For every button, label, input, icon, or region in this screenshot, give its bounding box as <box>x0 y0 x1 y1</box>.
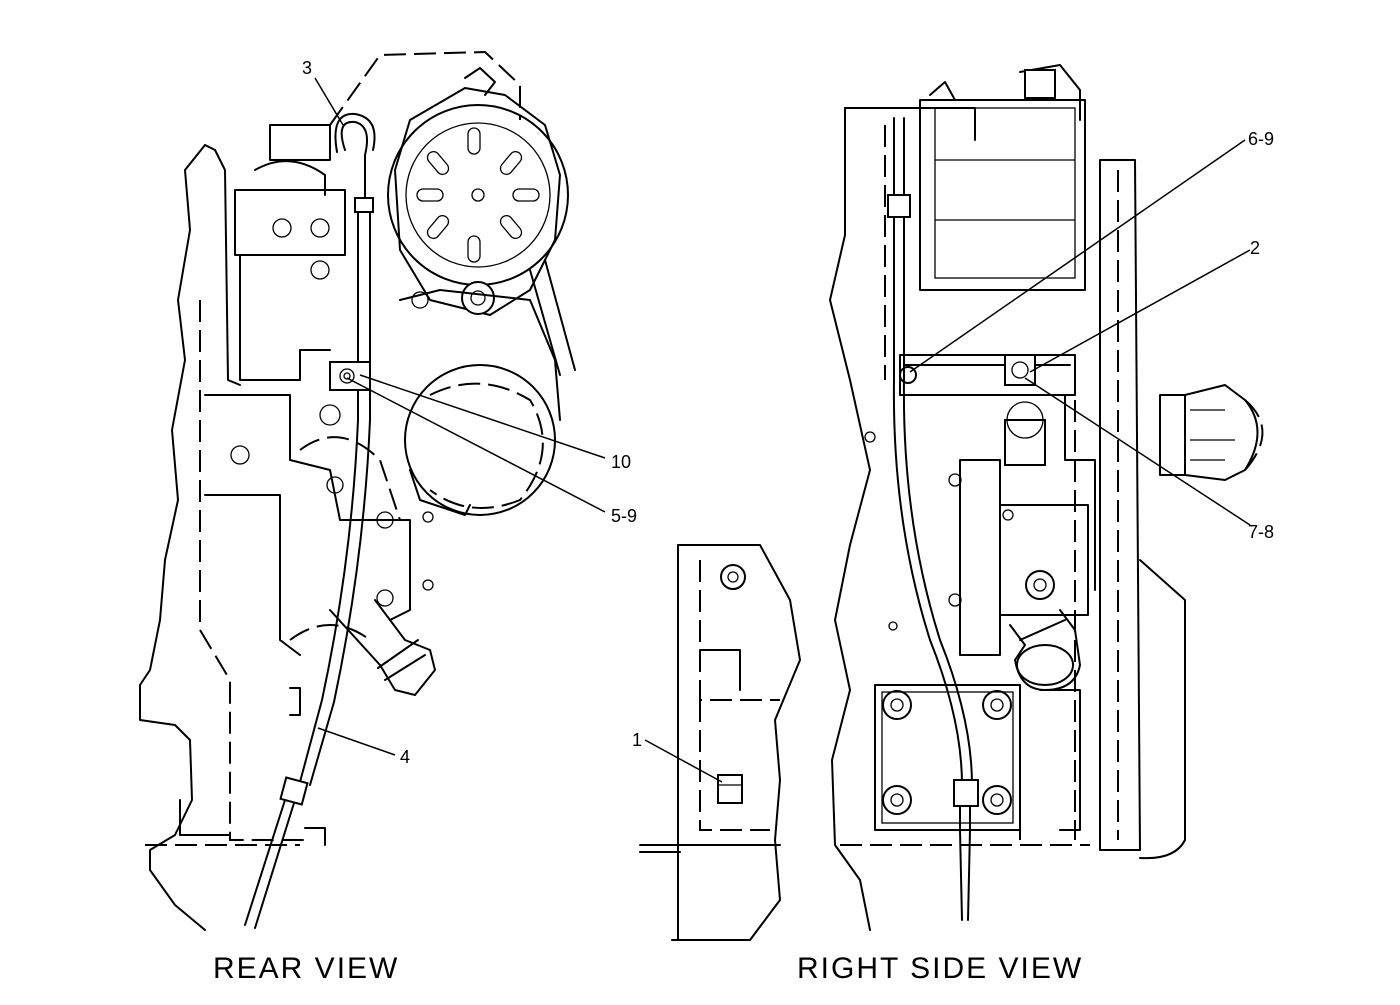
leader-4 <box>317 727 396 756</box>
right-block-outline <box>829 107 871 931</box>
rear-dashed-envelope <box>329 50 521 126</box>
rear-view-drawing <box>139 50 576 931</box>
rear-outlet-elbow <box>329 599 436 696</box>
rear-view-caption: REAR VIEW <box>213 952 399 985</box>
right-side-view-drawing <box>639 64 1264 941</box>
leader-lines <box>314 77 1251 783</box>
right-inset-detail <box>639 544 801 941</box>
leader-1 <box>644 739 723 783</box>
callout-4: 4 <box>400 747 410 767</box>
leader-3 <box>314 77 344 126</box>
rear-dipstick-tube <box>244 112 376 929</box>
callout-10: 10 <box>611 452 631 472</box>
leader-2 <box>1029 249 1251 373</box>
callout-3: 3 <box>302 58 312 78</box>
callout-1: 1 <box>632 730 642 750</box>
leader-5-9 <box>346 377 606 513</box>
callout-labels: 3 10 5-9 4 6-9 2 7-8 1 <box>302 58 1274 767</box>
callout-5-9: 5-9 <box>611 506 637 526</box>
leader-10 <box>359 374 606 459</box>
callout-6-9: 6-9 <box>1248 129 1274 149</box>
rear-block-outline <box>139 144 206 931</box>
right-side-view-caption: RIGHT SIDE VIEW <box>797 952 1083 985</box>
rear-alternator <box>387 67 569 316</box>
right-alternator <box>919 64 1086 291</box>
callout-7-8: 7-8 <box>1248 522 1274 542</box>
right-dipstick-tube <box>887 117 979 921</box>
leader-6-9 <box>909 139 1246 373</box>
callout-2: 2 <box>1250 238 1260 258</box>
leader-7-8 <box>1024 377 1251 526</box>
